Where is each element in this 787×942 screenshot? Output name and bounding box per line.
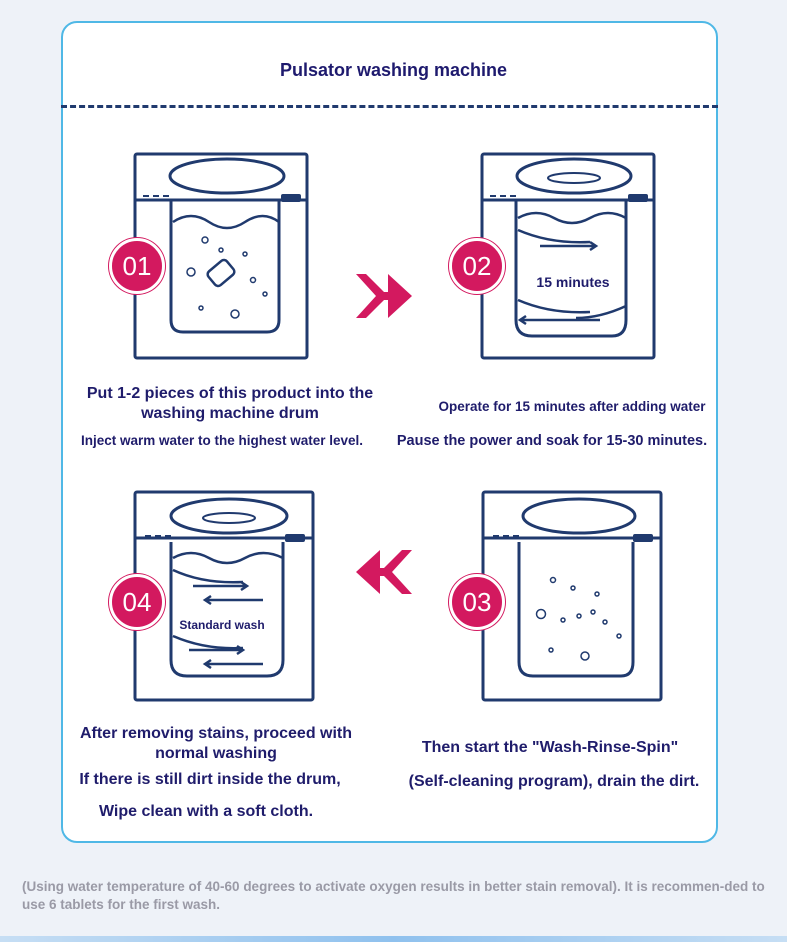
page-title: Pulsator washing machine — [279, 60, 508, 80]
step-1-line-1: Put 1-2 pieces of this product into the — [86, 385, 374, 402]
step-4-line-4: Wipe clean with a soft cloth. — [98, 803, 314, 820]
washing-machine-icon — [133, 152, 309, 360]
step-2-line-1: Operate for 15 minutes after adding wate… — [438, 399, 706, 414]
step-2-line-2: Pause the power and soak for 15-30 minut… — [396, 433, 708, 449]
bottom-bar — [0, 936, 787, 942]
step-number-badge: 03 — [449, 574, 505, 630]
drum-label: Standard wash — [179, 618, 265, 632]
washing-machine-icon — [480, 152, 656, 360]
step-4-line-1: After removing stains, proceed with — [79, 725, 353, 742]
double-arrow-right-icon — [356, 274, 412, 318]
drum-label: 15 minutes — [536, 274, 610, 290]
double-arrow-left-icon — [356, 550, 412, 594]
washing-machine-icon — [481, 490, 663, 702]
divider — [61, 105, 718, 108]
step-1-line-3: Inject warm water to the highest water l… — [80, 433, 364, 448]
step-4-line-3: If there is still dirt inside the drum, — [79, 771, 341, 788]
usage-note: (Using water temperature of 40-60 degree… — [22, 879, 765, 912]
step-1-line-2: washing machine drum — [141, 405, 319, 422]
washing-machine-icon — [133, 490, 315, 702]
step-number-badge: 04 — [109, 574, 165, 630]
step-3-line-1: Then start the "Wash-Rinse-Spin" — [421, 739, 679, 756]
step-4-line-2: normal washing — [155, 745, 277, 762]
step-number-badge: 01 — [109, 238, 165, 294]
step-3-line-2: (Self-cleaning program), drain the dirt. — [408, 773, 700, 790]
step-number-badge: 02 — [449, 238, 505, 294]
